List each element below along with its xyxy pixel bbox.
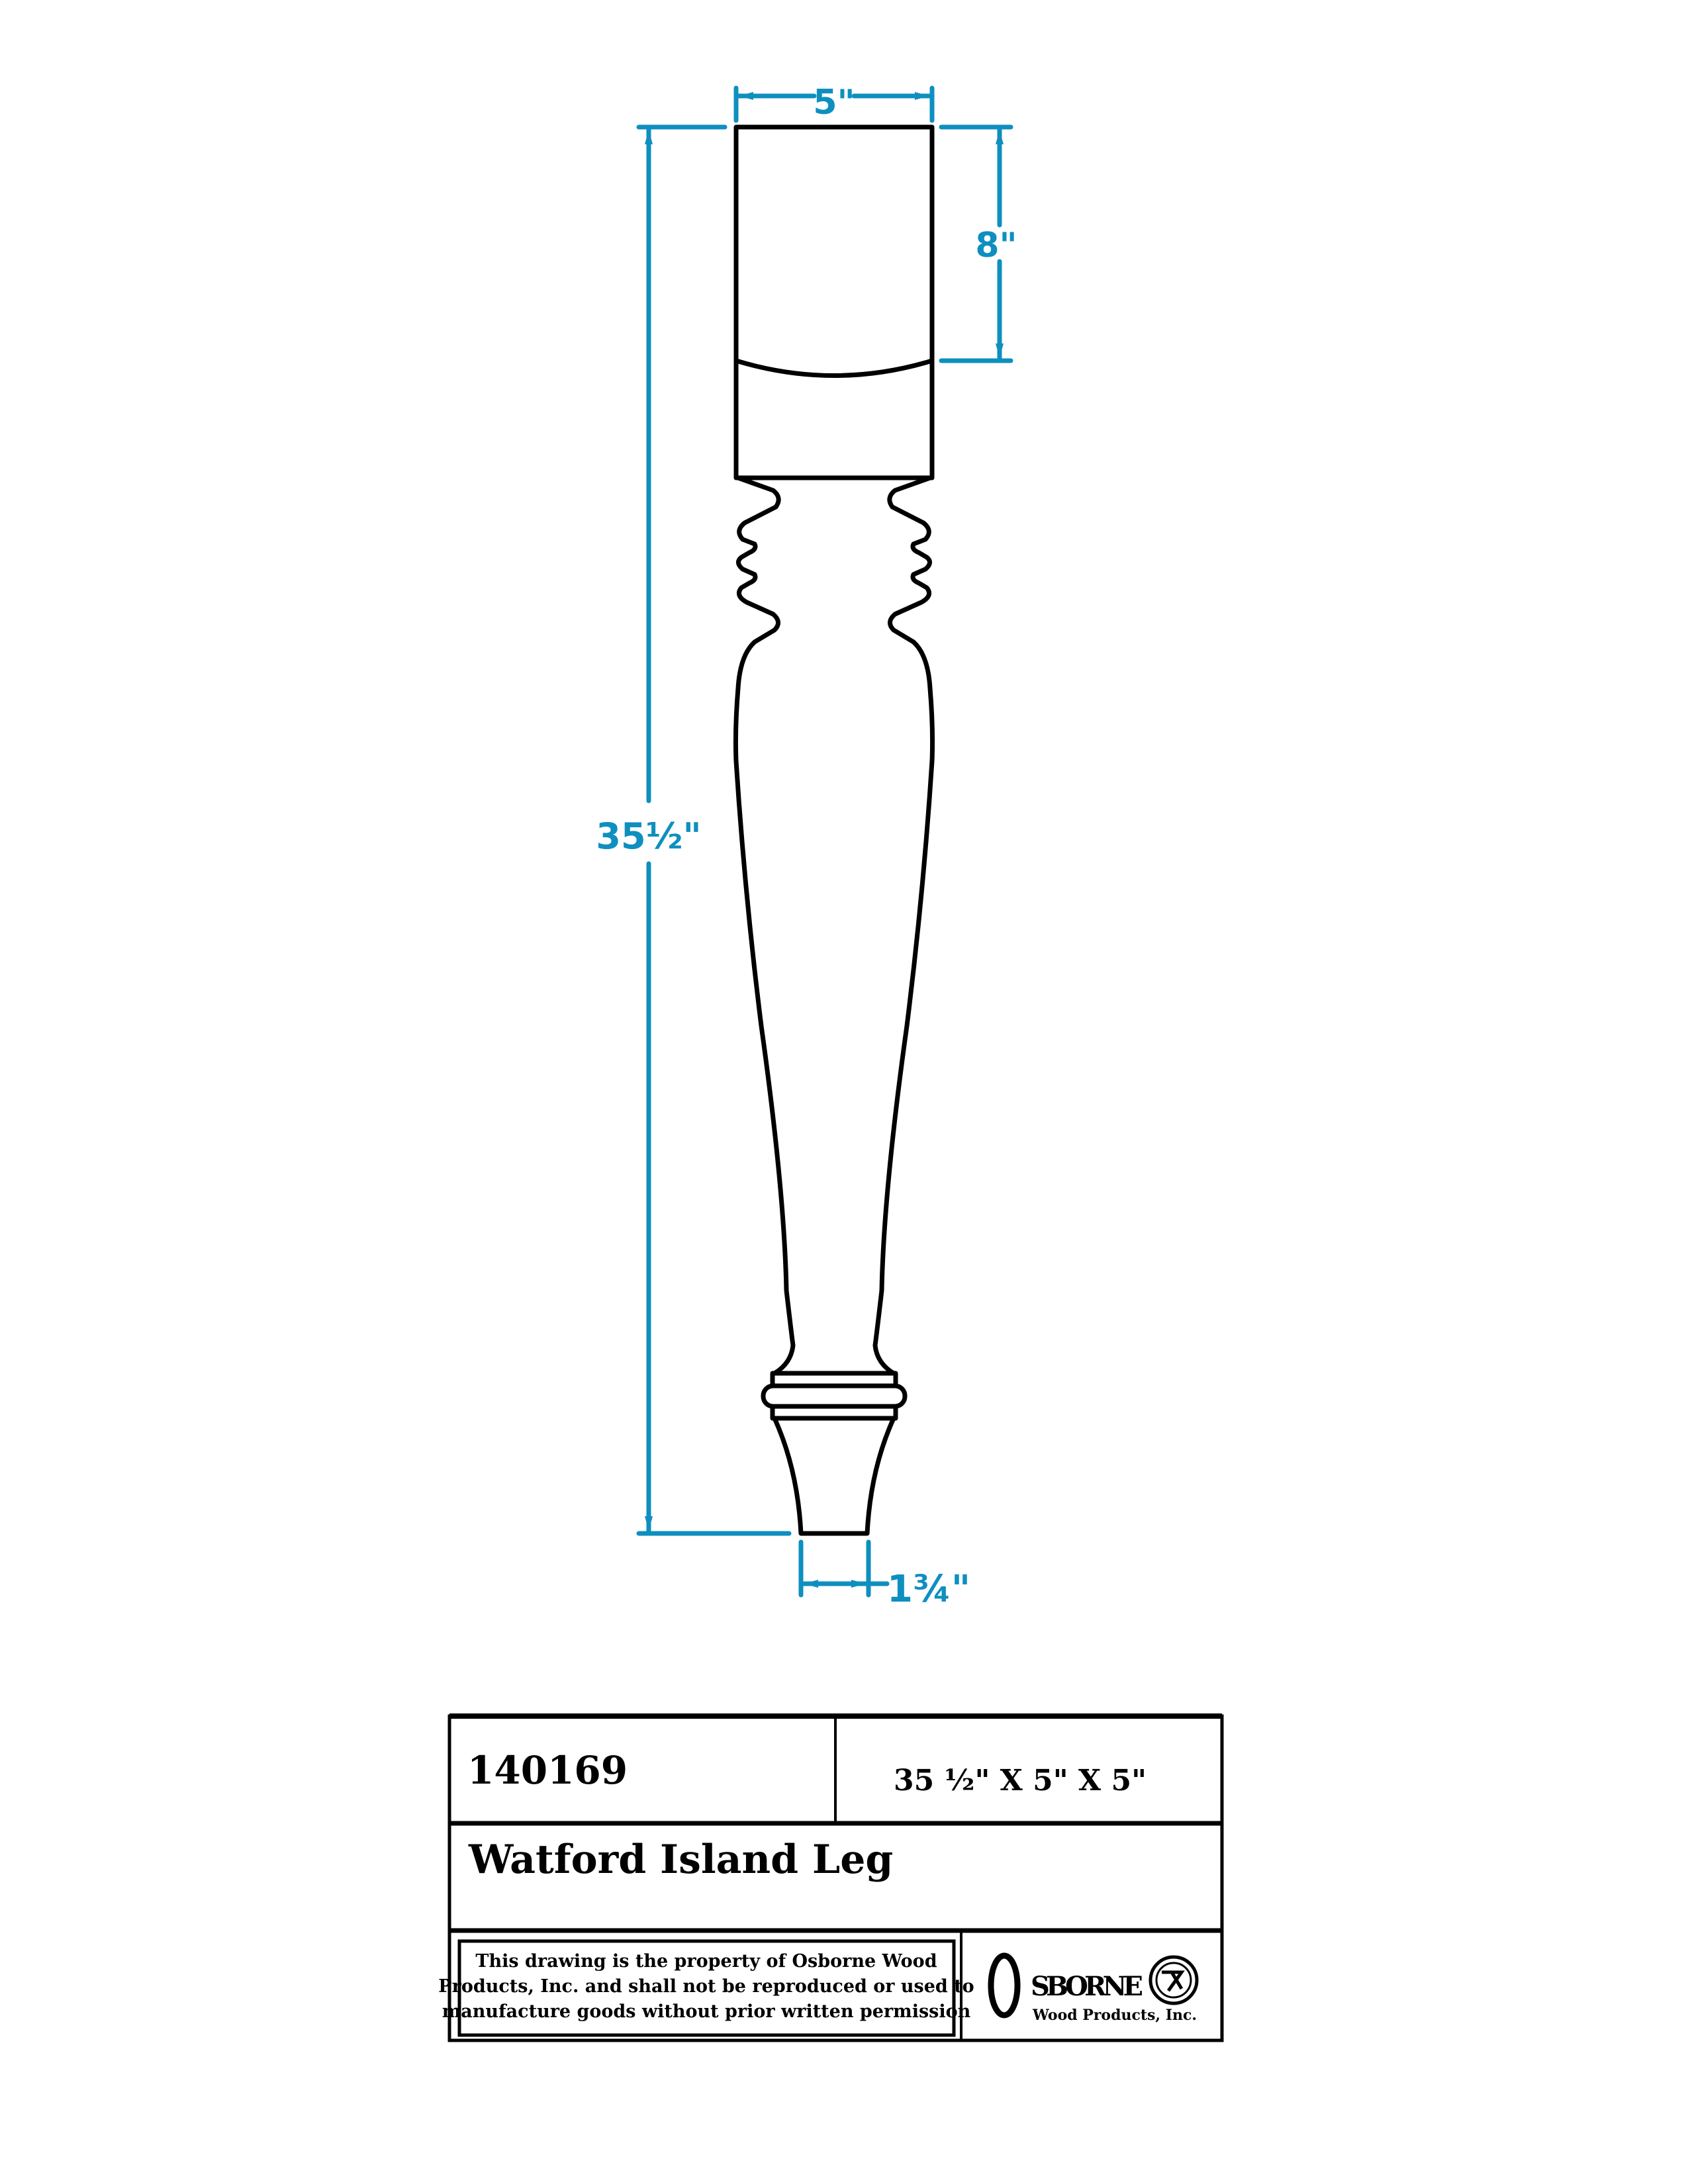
logo-initial-o [988,1952,1021,2019]
leg-square-block [733,124,935,480]
disclaimer-line: manufacture goods without prior written … [442,2001,971,2022]
block-shoulder-curve [735,358,933,378]
dim-label-top-width: 5" [813,83,855,122]
dimension-top-width: 5" [733,83,935,123]
dimension-overall-height: 35½" [596,124,792,1536]
dimension-block-height: 8" [939,124,1017,363]
dim-label-block-height: 8" [975,226,1017,265]
title-block: 140169 35 ½" X 5" X 5" Watford Island Le… [438,1713,1224,2042]
osborne-logo: SBORNE Wood Products, Inc. [988,1952,1199,2024]
leg-turning-left [733,475,796,1376]
logo-emblem-icon [1149,1955,1199,2005]
leg-foot [772,1417,896,1536]
disclaimer-line: Products, Inc. and shall not be reproduc… [438,1976,974,1997]
collar-bead [761,1383,908,1409]
collar-fillet-bottom [770,1404,898,1421]
logo-subtitle: Wood Products, Inc. [1032,2007,1197,2024]
leg-turning-right [872,475,935,1376]
logo-word: SBORNE [1031,1971,1143,2002]
dimension-foot-width: 1¾" [798,1539,970,1611]
part-name: Watford Island Leg [468,1837,893,1883]
dim-label-overall-height: 35½" [596,815,701,857]
disclaimer-line: This drawing is the property of Osborne … [475,1951,937,1972]
dim-label-foot-width: 1¾" [887,1568,970,1611]
part-size: 35 ½" X 5" X 5" [894,1764,1147,1797]
part-number: 140169 [467,1748,628,1793]
leg-profile [733,124,935,1536]
arrowhead-icon [804,1580,866,1588]
